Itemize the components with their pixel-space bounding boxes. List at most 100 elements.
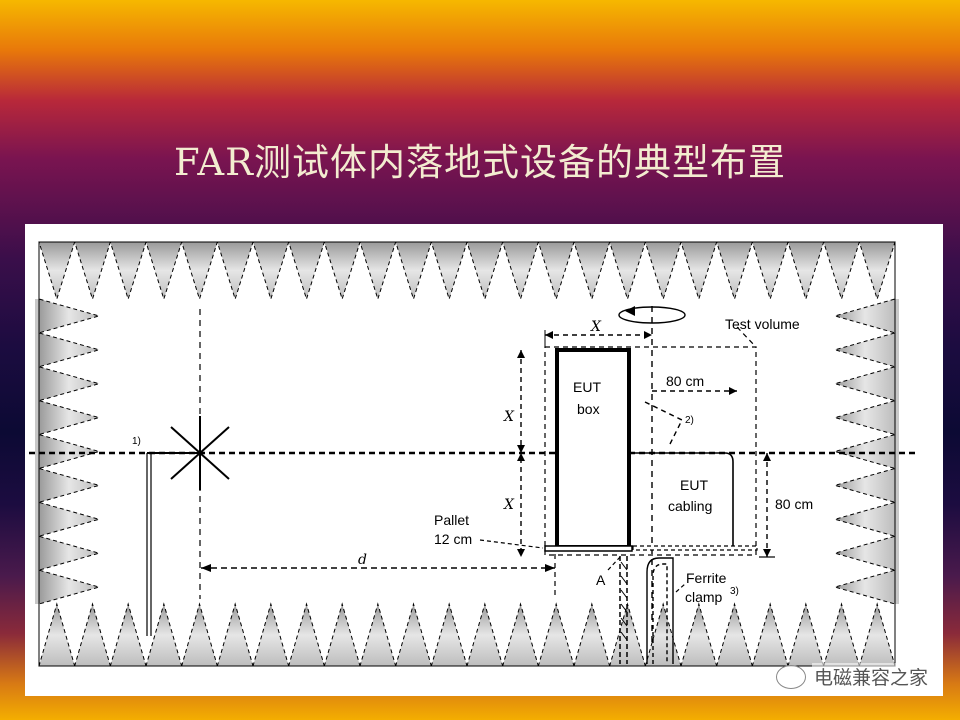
absorber-bottom — [359, 602, 397, 667]
absorber-right — [833, 467, 896, 503]
absorber-top — [38, 241, 76, 301]
test-volume-leader — [736, 326, 757, 348]
eut-cabling-outline — [629, 452, 734, 546]
watermark-text: 电磁兼容之家 — [811, 663, 930, 690]
absorber-bottom — [288, 602, 325, 667]
turntable-axis — [618, 306, 686, 644]
absorber-top — [787, 241, 825, 301]
note-2-label: 2) — [685, 415, 694, 426]
absorber-right — [833, 366, 896, 402]
pallet-label-line2: 12 cm — [434, 531, 472, 547]
x-lower-label: X — [503, 497, 515, 513]
ferrite-label-line2: clamp — [685, 589, 723, 605]
chamber-diagram: 1) d Test volume X — [29, 241, 918, 667]
absorber-right — [833, 400, 896, 436]
absorber-right — [833, 433, 896, 470]
pallet-label-line1: Pallet — [434, 512, 469, 528]
note-1-label: 1) — [132, 436, 141, 447]
absorber-bottom — [466, 602, 504, 667]
ferrite-clamp — [646, 557, 686, 664]
antenna — [146, 309, 230, 636]
eut-cabling-label-line1: EUT — [680, 477, 708, 493]
absorber-top — [751, 241, 789, 301]
absorber-backing — [35, 299, 39, 604]
absorber-top — [430, 241, 468, 301]
absorber-top — [822, 241, 861, 301]
absorber-bottom — [252, 602, 290, 667]
absorber-bottom — [216, 602, 254, 667]
absorber-top — [644, 241, 682, 301]
absorber-left — [38, 433, 101, 470]
x-vertical-dimensions — [517, 350, 525, 557]
distance-d-label: d — [358, 552, 367, 568]
chamber-diagram-panel: 1) d Test volume X — [25, 224, 943, 696]
absorber-bottom — [323, 602, 361, 667]
test-volume-label: Test volume — [725, 316, 800, 332]
absorber-left — [38, 569, 101, 605]
watermark: 电磁兼容之家 — [775, 663, 930, 690]
absorber-bottom — [823, 602, 860, 667]
absorber-right — [833, 535, 896, 571]
absorber-bottom — [74, 602, 111, 667]
absorber-left — [38, 400, 101, 436]
dim-80cm-horizontal — [652, 387, 737, 395]
eut-box-label-line2: box — [577, 401, 600, 417]
x-top-dimension — [544, 330, 652, 347]
absorber-right — [833, 332, 896, 368]
absorber-top — [394, 241, 433, 301]
absorber-top — [858, 241, 896, 301]
absorber-left — [38, 298, 101, 334]
ferrite-label-line1: Ferrite — [686, 570, 727, 586]
absorber-left — [38, 366, 101, 402]
absorber-top — [537, 241, 575, 301]
absorber-top — [359, 241, 397, 301]
absorber-bottom — [787, 602, 825, 667]
absorber-top — [466, 241, 504, 301]
absorber-backing — [895, 299, 899, 604]
dim-80cm-vertical — [759, 453, 775, 558]
x-upper-label: X — [503, 409, 515, 425]
cable-riser — [607, 555, 628, 664]
absorber-bottom — [751, 602, 789, 667]
absorber-top — [608, 241, 647, 301]
absorber-left — [38, 332, 101, 368]
dim-80cm-top-label: 80 cm — [666, 373, 704, 389]
absorber-top — [145, 241, 183, 301]
pallet-extension — [632, 545, 758, 551]
note-2-leader — [644, 401, 683, 445]
absorber-bottom — [109, 602, 147, 667]
absorber-top — [680, 241, 718, 301]
eut-cabling-label-line2: cabling — [668, 498, 712, 514]
absorber-bottom — [716, 602, 753, 667]
note-3-label: 3) — [730, 586, 739, 597]
distance-d-dimension — [201, 554, 556, 596]
x-top-label: X — [590, 319, 602, 335]
absorber-left — [38, 501, 101, 537]
absorber-top — [501, 241, 540, 301]
pallet — [544, 545, 633, 552]
absorber-top — [715, 241, 754, 301]
absorber-bottom — [644, 602, 682, 667]
absorber-left — [38, 467, 101, 503]
absorber-bottom — [502, 602, 539, 667]
absorber-top — [287, 241, 326, 301]
eut-box-label-line1: EUT — [573, 379, 601, 395]
dim-80cm-right-label: 80 cm — [775, 496, 813, 512]
absorber-right — [833, 569, 896, 605]
absorber-top — [109, 241, 147, 301]
absorber-bottom — [38, 602, 76, 667]
absorber-bottom — [395, 602, 432, 667]
absorber-right — [833, 501, 896, 537]
absorber-top — [252, 241, 290, 301]
absorber-bottom — [181, 602, 218, 667]
test-volume-outline — [544, 346, 757, 556]
absorber-top — [573, 241, 611, 301]
absorber-top — [73, 241, 112, 301]
absorber-bottom — [858, 602, 896, 667]
absorber-right — [833, 298, 896, 334]
absorber-bottom — [680, 602, 718, 667]
absorber-top — [180, 241, 219, 301]
point-a-label: A — [596, 572, 606, 588]
absorber-bottom — [430, 602, 468, 667]
slide-title: FAR测试体内落地式设备的典型布置 — [173, 141, 787, 184]
